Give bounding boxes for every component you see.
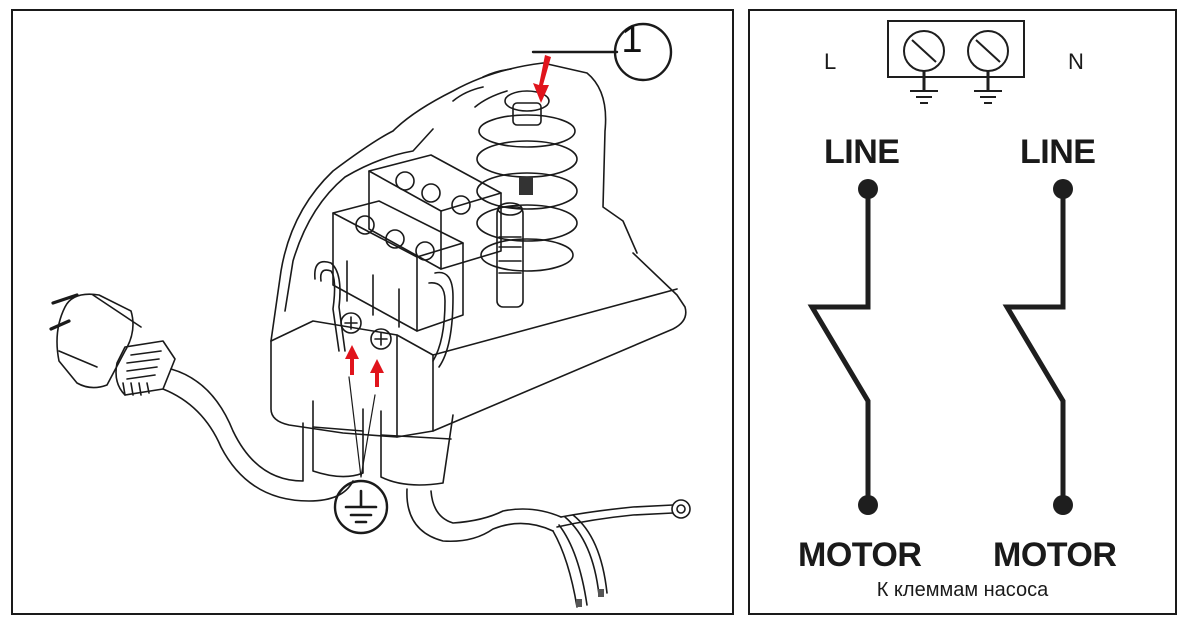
differential-screw bbox=[496, 202, 524, 308]
earth-wire bbox=[560, 504, 674, 518]
line-terminal-dot-2 bbox=[1053, 179, 1073, 199]
earth-screws bbox=[340, 312, 392, 350]
internal-wires bbox=[314, 260, 454, 368]
wiring-schematic bbox=[807, 20, 1073, 515]
supply-cable-edge bbox=[162, 388, 354, 502]
motor-label-1: MOTOR bbox=[798, 536, 922, 574]
adjustment-arrow bbox=[533, 55, 551, 103]
power-plug-icon bbox=[49, 293, 176, 396]
switch-cover bbox=[270, 62, 638, 342]
ring-terminal bbox=[671, 499, 691, 519]
terminal-box bbox=[887, 20, 1025, 78]
motor-cable bbox=[406, 488, 691, 608]
earth-leader-lines bbox=[348, 376, 376, 478]
switch-housing bbox=[270, 252, 687, 486]
line-terminal-dot-1 bbox=[858, 179, 878, 199]
motor-terminal-dot-1 bbox=[858, 495, 878, 515]
terminal-screw-l-icon bbox=[903, 30, 945, 104]
line-label-2: LINE bbox=[1020, 133, 1096, 171]
pressure-switch-illustration bbox=[49, 22, 691, 608]
switch-contact-1 bbox=[807, 189, 871, 504]
terminal-block-upper bbox=[368, 154, 502, 270]
schematic-panel: L N LINE LINE MOTOR MOTOR К клеммам насо… bbox=[748, 9, 1177, 615]
terminal-label-n: N bbox=[1068, 49, 1084, 74]
earth-arrow-right bbox=[370, 359, 384, 387]
line-label-1: LINE bbox=[824, 133, 900, 171]
terminal-label-l: L bbox=[824, 49, 837, 74]
switch-contact-2 bbox=[1002, 189, 1066, 504]
protective-earth-icon bbox=[333, 479, 389, 535]
pump-terminals-note: К клеммам насоса bbox=[876, 579, 1049, 601]
earth-arrow-left bbox=[345, 345, 359, 375]
adjustment-nut bbox=[504, 90, 550, 112]
callout-number: 1 bbox=[621, 19, 643, 61]
motor-terminal-dot-2 bbox=[1053, 495, 1073, 515]
adjustment-spring bbox=[476, 90, 578, 272]
illustration-panel: 1 bbox=[11, 9, 734, 615]
terminal-screw-n-icon bbox=[967, 30, 1009, 104]
callout-circle bbox=[613, 22, 673, 82]
supply-cable bbox=[170, 368, 304, 482]
terminal-block-lower bbox=[332, 200, 464, 332]
motor-label-2: MOTOR bbox=[993, 536, 1117, 574]
